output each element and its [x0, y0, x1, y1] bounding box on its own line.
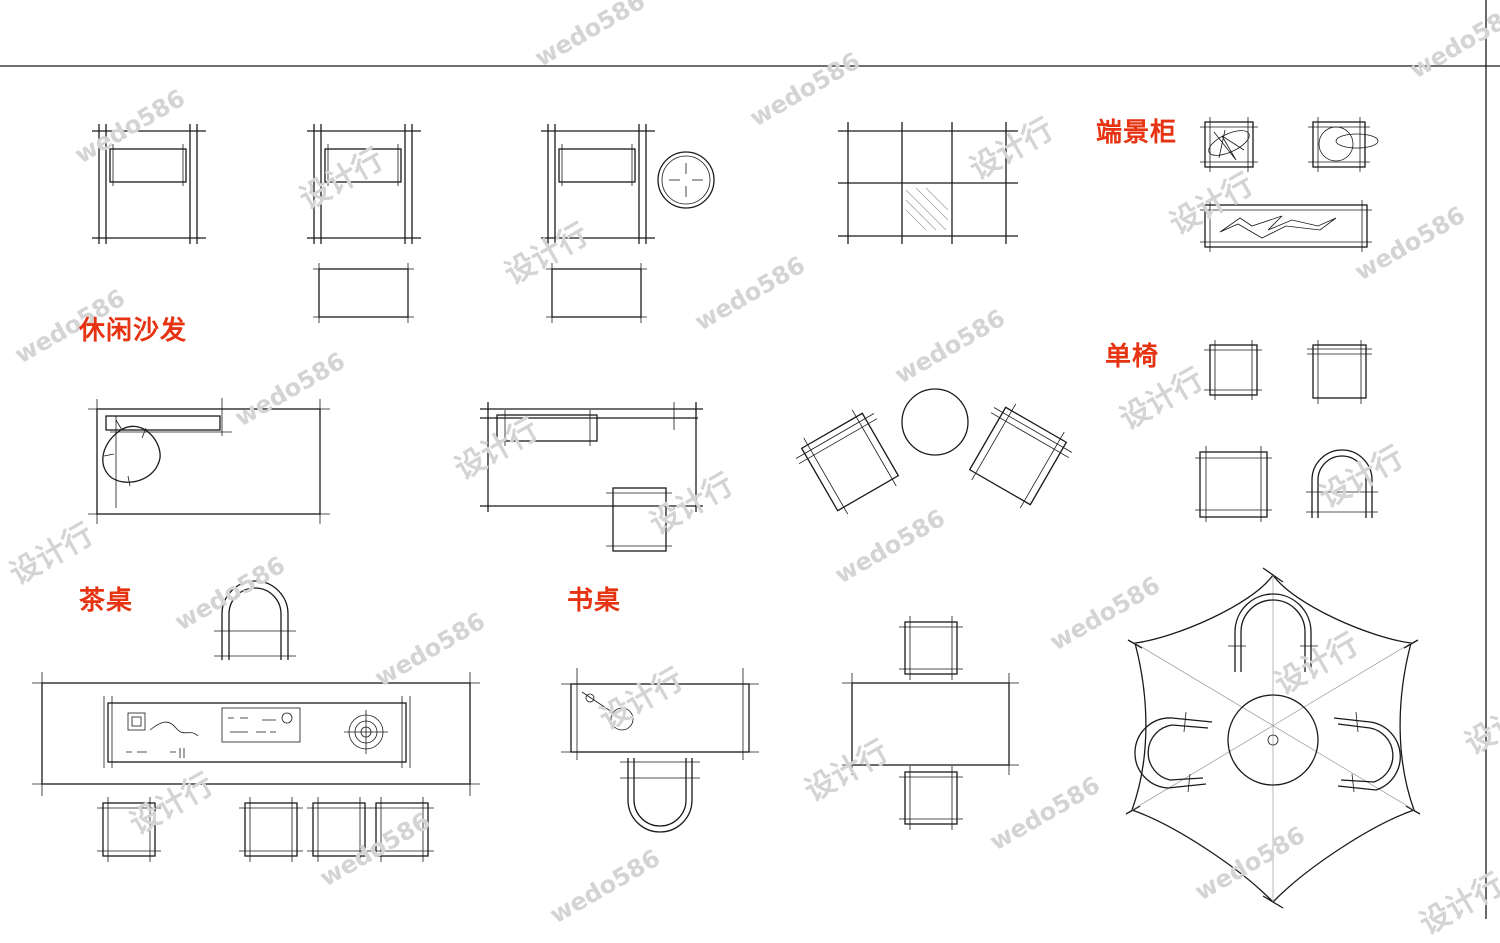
desk-1 — [561, 668, 759, 760]
cad-drawing-sheet — [0, 0, 1500, 919]
label-tea-table: 茶桌 — [79, 586, 134, 616]
square-pouf — [606, 487, 672, 552]
single-chair-3 — [1195, 446, 1272, 522]
single-chair-1 — [1204, 340, 1262, 400]
single-chair-2 — [1307, 340, 1372, 404]
label-desk: 书桌 — [567, 586, 622, 616]
desk-chair — [620, 758, 700, 833]
armchair-3 — [541, 124, 655, 244]
desk-2-chair-bottom — [899, 766, 963, 830]
armchair-1 — [92, 124, 206, 244]
side-cabinet — [1200, 200, 1372, 252]
sheet-frame — [0, 0, 1500, 919]
tea-stool-4 — [370, 797, 434, 862]
tea-chair-back — [214, 580, 296, 660]
desk-2-chair-top — [899, 616, 963, 680]
corner-sofa — [480, 402, 703, 512]
single-chair-arched — [1306, 449, 1378, 518]
lounge-chair-left — [795, 409, 900, 515]
tea-stool-2 — [239, 797, 303, 862]
lounge-chair-right — [968, 403, 1073, 509]
chaise-sofa — [88, 398, 330, 524]
decor-box-1 — [1200, 117, 1258, 172]
tea-stool-1 — [97, 797, 161, 862]
label-single-chair: 单椅 — [1105, 342, 1160, 372]
tea-table — [32, 672, 480, 796]
side-table-round — [657, 151, 715, 209]
tea-stool-3 — [307, 797, 371, 862]
decor-box-2 — [1308, 117, 1379, 172]
desk-2 — [842, 673, 1019, 775]
label-side-cabinet: 端景柜 — [1096, 118, 1178, 148]
grid-shelf — [838, 122, 1018, 244]
ottoman-2 — [546, 263, 647, 323]
canopy-dining-set — [1125, 567, 1421, 909]
round-coffee-table — [901, 388, 969, 456]
armchair-2 — [307, 124, 421, 244]
ottoman-1 — [313, 263, 414, 323]
label-leisure-sofa: 休闲沙发 — [79, 316, 188, 346]
